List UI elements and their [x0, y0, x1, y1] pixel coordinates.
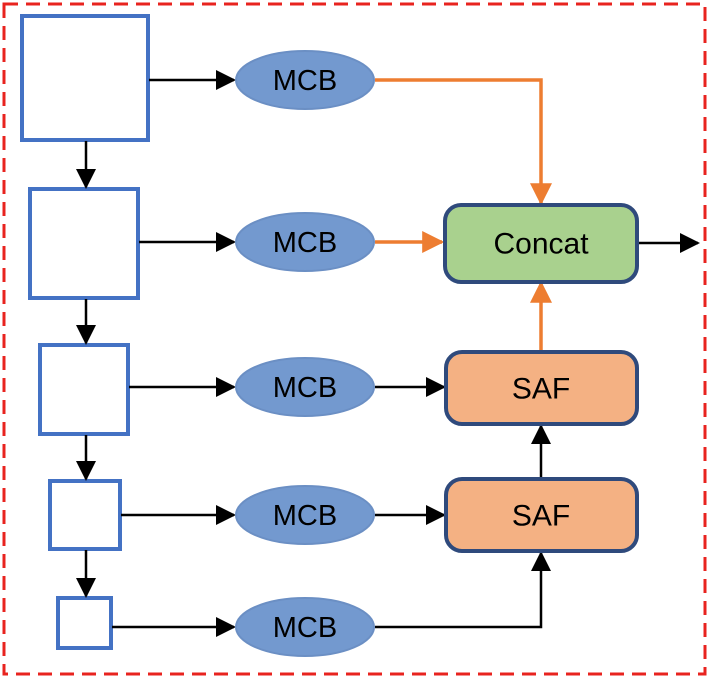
saf-block-1: SAF [444, 350, 639, 426]
feature-box-1 [20, 14, 150, 142]
saf-block-2: SAF [444, 477, 639, 553]
saf-label: SAF [512, 500, 570, 533]
mcb-label: MCB [273, 372, 337, 404]
mcb-label: MCB [273, 500, 337, 532]
concat-label: Concat [493, 228, 589, 261]
arrow-mcb-5-to-saf-2 [375, 551, 551, 629]
mcb-label: MCB [273, 65, 337, 97]
mcb-label: MCB [273, 227, 337, 259]
arrow-mcb-1-to-concat [375, 78, 552, 206]
mcb-node-2: MCB [235, 212, 375, 272]
saf-label: SAF [512, 373, 570, 406]
mcb-node-4: MCB [235, 485, 375, 545]
mcb-node-3: MCB [235, 357, 375, 417]
feature-box-2 [28, 187, 140, 300]
concat-block: Concat [443, 203, 639, 284]
mcb-node-1: MCB [235, 50, 375, 110]
feature-box-4 [48, 479, 122, 551]
feature-box-5 [56, 596, 113, 650]
mcb-node-5: MCB [235, 597, 375, 657]
mcb-label: MCB [273, 612, 337, 644]
feature-box-3 [38, 343, 130, 436]
